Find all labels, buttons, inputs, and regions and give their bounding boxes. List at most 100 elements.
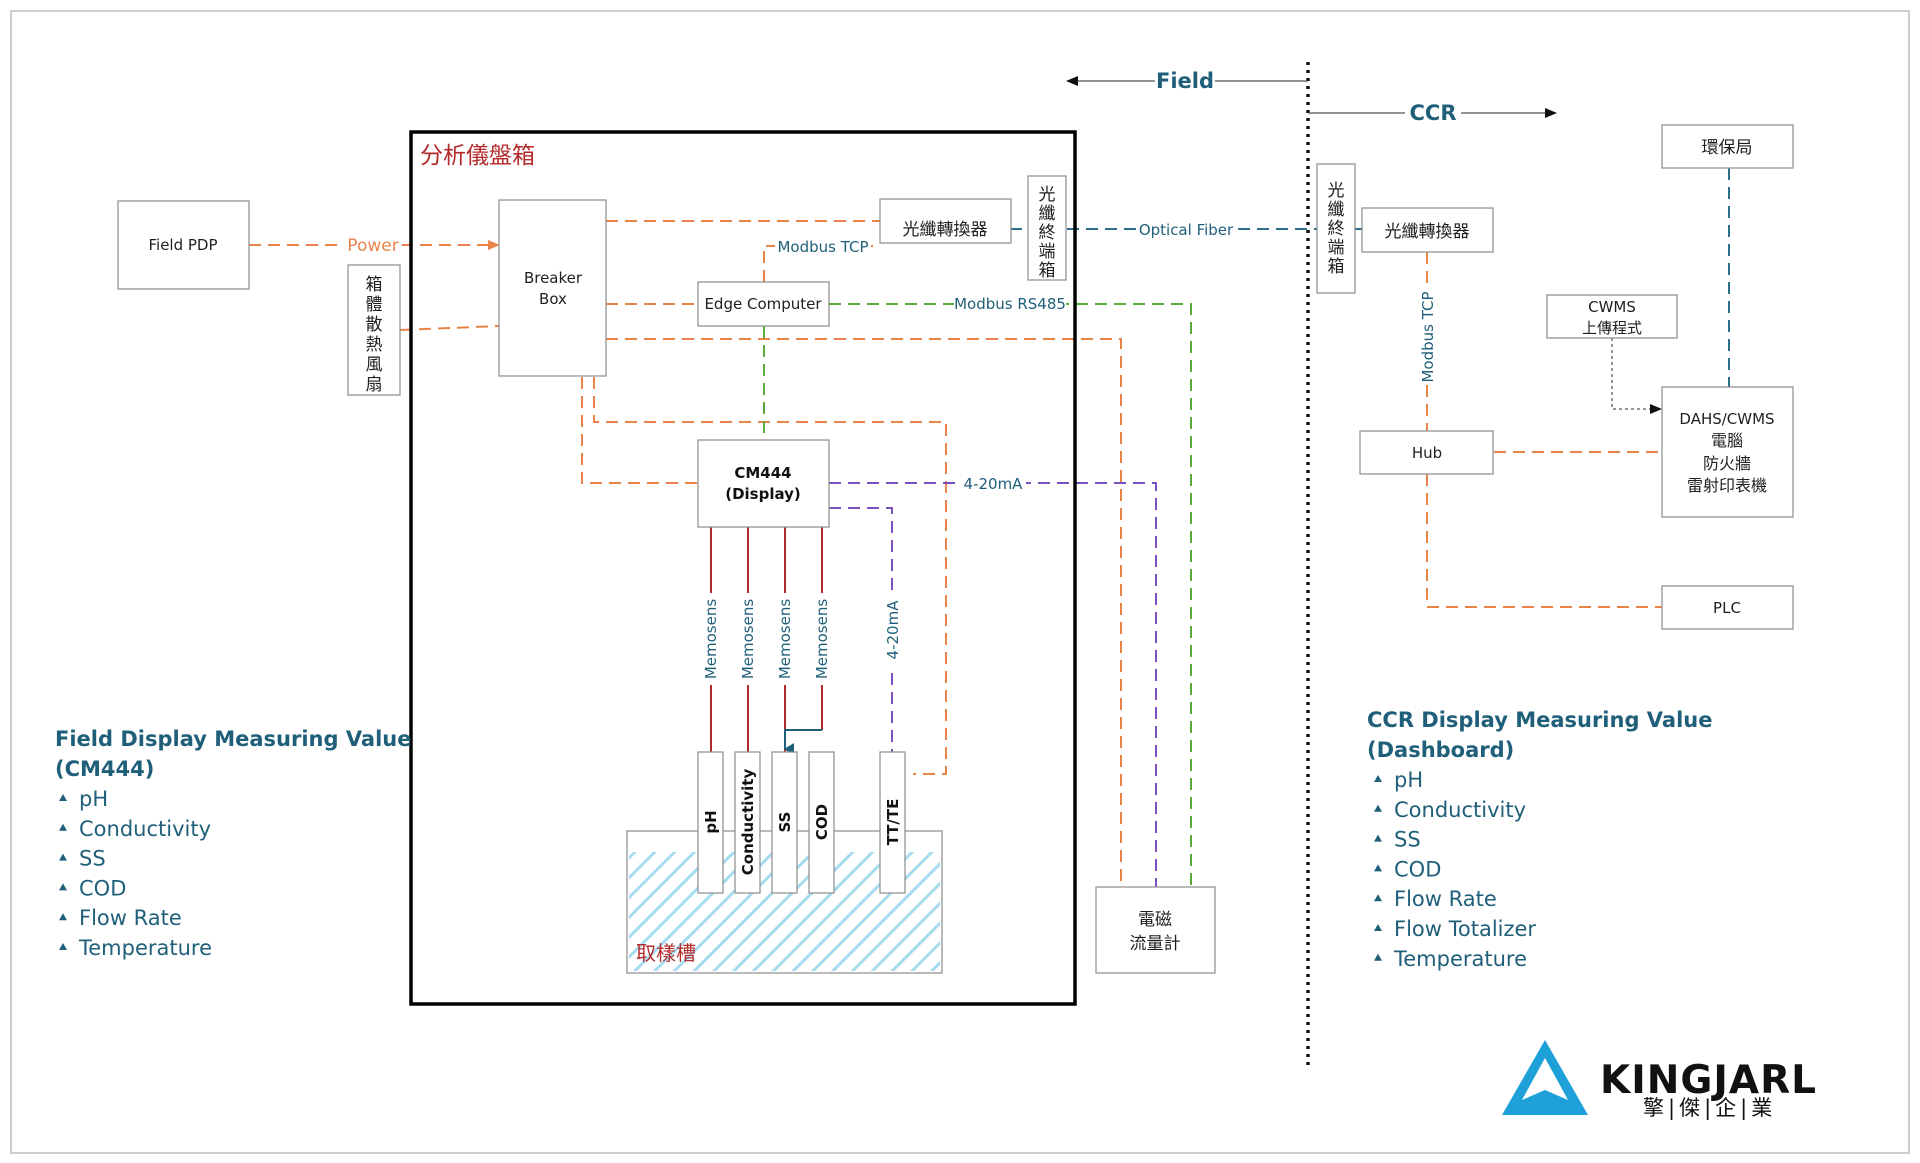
sensor-cod: COD [808, 751, 835, 894]
fiber-terminal-field-label: 光纖終端箱 [1039, 185, 1056, 281]
field-list-bullet-icon [59, 853, 67, 861]
svg-text:Breaker: Breaker [524, 269, 583, 287]
svg-text:光纖轉換器: 光纖轉換器 [903, 220, 988, 240]
fiber-terminal-ccr: 光纖終端箱 [1316, 163, 1356, 294]
flowmeter-box: 電磁 流量計 [1095, 886, 1216, 974]
svg-text:(Display): (Display) [725, 485, 801, 503]
plc-box: PLC [1661, 585, 1794, 630]
field-list-item: pH [79, 787, 108, 811]
sampling-tank-label: 取樣槽 [636, 941, 696, 965]
logo-subtitle: 擎|傑|企|業 [1643, 1096, 1776, 1121]
field-label: Field [1156, 69, 1214, 93]
ccr-list-bullet-icon [1374, 864, 1382, 872]
breaker-box: Breaker Box [498, 199, 607, 377]
ccr-measuring-list: CCR Display Measuring Value (Dashboard) … [1367, 708, 1712, 971]
fiber-converter-ccr: 光纖轉換器 [1361, 207, 1494, 253]
field-list-title-2: (CM444) [55, 757, 154, 781]
epa-box: 環保局 [1661, 124, 1794, 169]
field-list-item: Flow Rate [79, 906, 182, 930]
svg-text:DAHS/CWMS: DAHS/CWMS [1679, 410, 1774, 428]
field-pdp-box: Field PDP [117, 200, 250, 290]
svg-text:Conductivity: Conductivity [739, 769, 757, 876]
svg-text:pH: pH [702, 810, 720, 833]
modbus-rs485-label: Modbus RS485 [954, 295, 1066, 313]
svg-text:Box: Box [539, 290, 567, 308]
logo-name: KINGJARL [1600, 1058, 1817, 1103]
cabinet-fan-box: 箱體散熱風扇 [347, 264, 401, 396]
sensor-ss: SS [771, 751, 798, 894]
ccr-list-bullet-icon [1374, 834, 1382, 842]
cwms-upload-box: CWMS 上傳程式 [1546, 294, 1678, 339]
field-list-item: SS [79, 847, 106, 871]
field-measuring-list: Field Display Measuring Value (CM444) pH… [55, 727, 412, 960]
sensor-conductivity: Conductivity [734, 751, 761, 894]
svg-text:PLC: PLC [1713, 599, 1741, 617]
svg-text:TT/TE: TT/TE [884, 799, 902, 846]
svg-text:光纖轉換器: 光纖轉換器 [1385, 222, 1470, 242]
field-list-bullet-icon [59, 823, 67, 831]
ccr-list-item: SS [1394, 828, 1421, 852]
ccr-list-item: Conductivity [1394, 798, 1526, 822]
modbus-tcp-field-label: Modbus TCP [777, 238, 868, 256]
svg-text:電磁: 電磁 [1138, 910, 1172, 930]
memosens-label-3: Memosens [776, 599, 794, 680]
memosens-label-4: Memosens [813, 599, 831, 680]
svg-text:SS: SS [776, 812, 794, 833]
ccr-list-bullet-icon [1374, 894, 1382, 902]
cod-to-ss-arrow [784, 729, 822, 755]
four-20ma-label: 4-20mA [964, 475, 1024, 493]
field-list-item: COD [79, 876, 126, 900]
hub-box: Hub [1359, 430, 1494, 475]
field-list-bullet-icon [59, 913, 67, 921]
svg-text:流量計: 流量計 [1130, 934, 1181, 954]
svg-text:電腦: 電腦 [1711, 431, 1743, 450]
svg-text:上傳程式: 上傳程式 [1582, 319, 1642, 337]
svg-text:COD: COD [813, 804, 831, 840]
ccr-list-item: Temperature [1393, 947, 1527, 971]
dahs-cwms-box: DAHS/CWMS 電腦 防火牆 雷射印表機 [1661, 386, 1794, 518]
cm444-display-box: CM444 (Display) [697, 439, 830, 528]
ccr-list-item: Flow Totalizer [1394, 917, 1536, 941]
svg-text:Hub: Hub [1412, 444, 1442, 462]
cabinet-title: 分析儀盤箱 [420, 143, 535, 169]
ccr-list-title-1: CCR Display Measuring Value [1367, 708, 1712, 732]
optical-fiber-label: Optical Fiber [1139, 221, 1234, 239]
svg-text:CM444: CM444 [734, 464, 791, 482]
field-list-bullet-icon [59, 883, 67, 891]
cwms-upload-arrow [1611, 338, 1662, 414]
modbus-tcp-ccr-label: Modbus TCP [1419, 291, 1437, 382]
ccr-list-item: pH [1394, 768, 1423, 792]
field-list-bullet-icon [59, 794, 67, 801]
svg-text:CWMS: CWMS [1588, 298, 1636, 316]
ccr-list-bullet-icon [1374, 804, 1382, 812]
sensor-tt-te: TT/TE [879, 751, 906, 894]
ccr-list-title-2: (Dashboard) [1367, 738, 1514, 762]
memosens-label-1: Memosens [702, 599, 720, 680]
ccr-list-bullet-icon [1374, 953, 1382, 961]
field-list-title-1: Field Display Measuring Value [55, 727, 412, 751]
page-frame [10, 10, 1910, 1154]
ccr-list-item: COD [1394, 857, 1441, 881]
fiber-converter-field: 光纖轉換器 [879, 198, 1012, 244]
svg-text:環保局: 環保局 [1702, 138, 1753, 158]
analyzer-cabinet [409, 130, 1077, 1006]
svg-text:Field PDP: Field PDP [148, 236, 217, 254]
ccr-list-bullet-icon [1374, 924, 1382, 931]
power-label: Power [347, 236, 398, 256]
sensor-ph: pH [697, 751, 724, 894]
fiber-terminal-ccr-label: 光纖終端箱 [1328, 181, 1345, 277]
fiber-terminal-field: 光纖終端箱 [1027, 175, 1067, 281]
field-list-bullet-icon [59, 943, 67, 950]
four-20ma-vertical-label: 4-20mA [884, 600, 902, 660]
svg-text:Edge Computer: Edge Computer [704, 295, 822, 313]
svg-text:防火牆: 防火牆 [1703, 454, 1751, 473]
ccr-label: CCR [1410, 101, 1457, 125]
field-list-item: Temperature [78, 936, 212, 960]
svg-text:雷射印表機: 雷射印表機 [1687, 476, 1767, 495]
kingjarl-logo: KINGJARL 擎|傑|企|業 [1502, 1040, 1817, 1121]
ccr-list-item: Flow Rate [1394, 887, 1497, 911]
edge-computer-box: Edge Computer [697, 281, 830, 327]
memosens-label-2: Memosens [739, 599, 757, 680]
fan-label: 箱體散熱風扇 [366, 275, 383, 395]
